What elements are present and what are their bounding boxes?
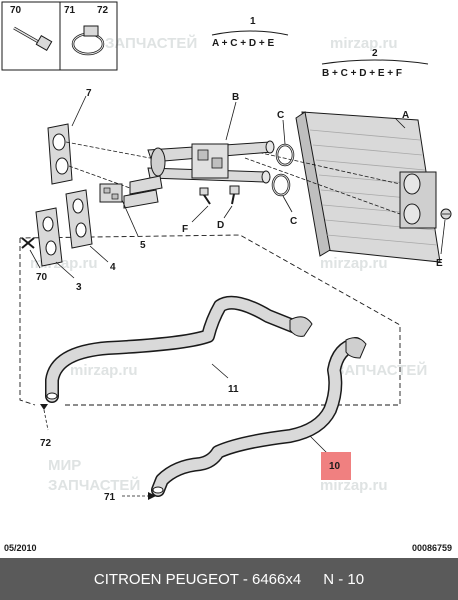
leader-line: [309, 435, 329, 455]
watermark-text: mirzap.ru: [70, 362, 138, 379]
clamp-71-icon: [122, 492, 156, 500]
leader-line: [282, 119, 286, 145]
assembly-outline: [19, 234, 401, 406]
leader-line: [282, 195, 293, 213]
clip-E-icon: [440, 208, 452, 220]
part-label-10: 10: [329, 461, 341, 472]
document-number: 00086759: [411, 543, 452, 553]
part-label-A: A: [402, 110, 409, 121]
diagram-date: 05/2010: [4, 543, 37, 553]
o-ring-lower: [271, 173, 291, 197]
seal-4: [65, 189, 93, 249]
gasket-7: [47, 123, 151, 189]
plate-3: [35, 207, 63, 267]
hose-11: [45, 295, 313, 403]
watermark-text: mirzap.ru: [30, 255, 98, 272]
screw-70-icon: [21, 237, 35, 249]
part-label-F: F: [182, 224, 188, 235]
part-label-7: 7: [86, 88, 92, 99]
part-label-71-hose: 71: [104, 492, 116, 503]
leader-line: [211, 363, 229, 379]
leader-line: [89, 245, 109, 263]
leader-line: [55, 261, 75, 279]
kit-formula-2-text: B + C + D + E + F: [322, 68, 402, 79]
footer-title: CITROEN PEUGEOT - 6466x4: [93, 570, 302, 588]
footer-part-number: N - 10: [323, 570, 365, 588]
watermark-text: ЗАПЧАСТЕЙ: [105, 34, 197, 52]
hose-10: [151, 337, 367, 497]
part-label-B: B: [232, 92, 239, 103]
part-label-C-lower: C: [290, 216, 297, 227]
part-label-D: D: [217, 220, 224, 231]
watermark-text: МИР: [48, 457, 81, 474]
part-label-70: 70: [10, 5, 22, 16]
watermark-text: ЗАПЧАСТЕЙ: [335, 361, 427, 379]
heater-matrix: [229, 111, 441, 263]
screw-D-icon: [229, 185, 240, 205]
watermark-text: ЗАПЧАСТЕЙ: [48, 476, 140, 494]
connector-5: [99, 183, 123, 203]
leader-line: [121, 199, 139, 237]
leader-line: [29, 249, 41, 269]
part-label-3: 3: [76, 282, 82, 293]
part-label-4: 4: [110, 262, 116, 273]
part-label-E: E: [436, 258, 443, 269]
kit-number-1: 1: [250, 16, 256, 27]
part-label-C-upper: C: [277, 110, 284, 121]
screw-F-icon: [199, 187, 211, 205]
watermark-text: mirzap.ru: [330, 35, 398, 52]
leader-line: [71, 95, 87, 127]
leader-line: [191, 205, 209, 223]
o-ring-upper: [275, 143, 295, 167]
kit-formula-2: 2 B + C + D + E + F: [321, 48, 429, 79]
leader-line: [223, 205, 233, 219]
part-label-70-assembly: 70: [36, 272, 48, 283]
leader-line: [394, 117, 406, 129]
part-label-72: 72: [97, 5, 109, 16]
clamp-72-icon: [40, 404, 49, 431]
part-label-5: 5: [140, 240, 146, 251]
highlight-box-10: [321, 452, 351, 480]
fastener-legend-box: 70 71 72: [1, 1, 118, 71]
footer-bar: CITROEN PEUGEOT - 6466x4 N - 10: [0, 558, 458, 600]
part-label-71: 71: [64, 5, 76, 16]
watermark-text: mirzap.ru: [320, 477, 388, 494]
watermark-text: mirzap.ru: [320, 255, 388, 272]
pipe-assembly-B: [123, 140, 275, 209]
part-label-11: 11: [228, 384, 239, 395]
kit-number-2: 2: [372, 48, 378, 59]
watermark-layer: mirzap.ru ЗАПЧАСТЕЙ ЗАПЧАСТЕЙ mirzap.ru …: [30, 34, 427, 494]
leader-line: [440, 219, 446, 255]
leader-line: [225, 101, 237, 141]
part-label-72-hose: 72: [40, 438, 52, 449]
bolt-icon: [13, 26, 53, 52]
kit-formula-1: 1 A + C + D + E: [211, 16, 289, 49]
hose-clamp-icon: [71, 25, 105, 56]
kit-formula-1-text: A + C + D + E: [212, 38, 274, 49]
